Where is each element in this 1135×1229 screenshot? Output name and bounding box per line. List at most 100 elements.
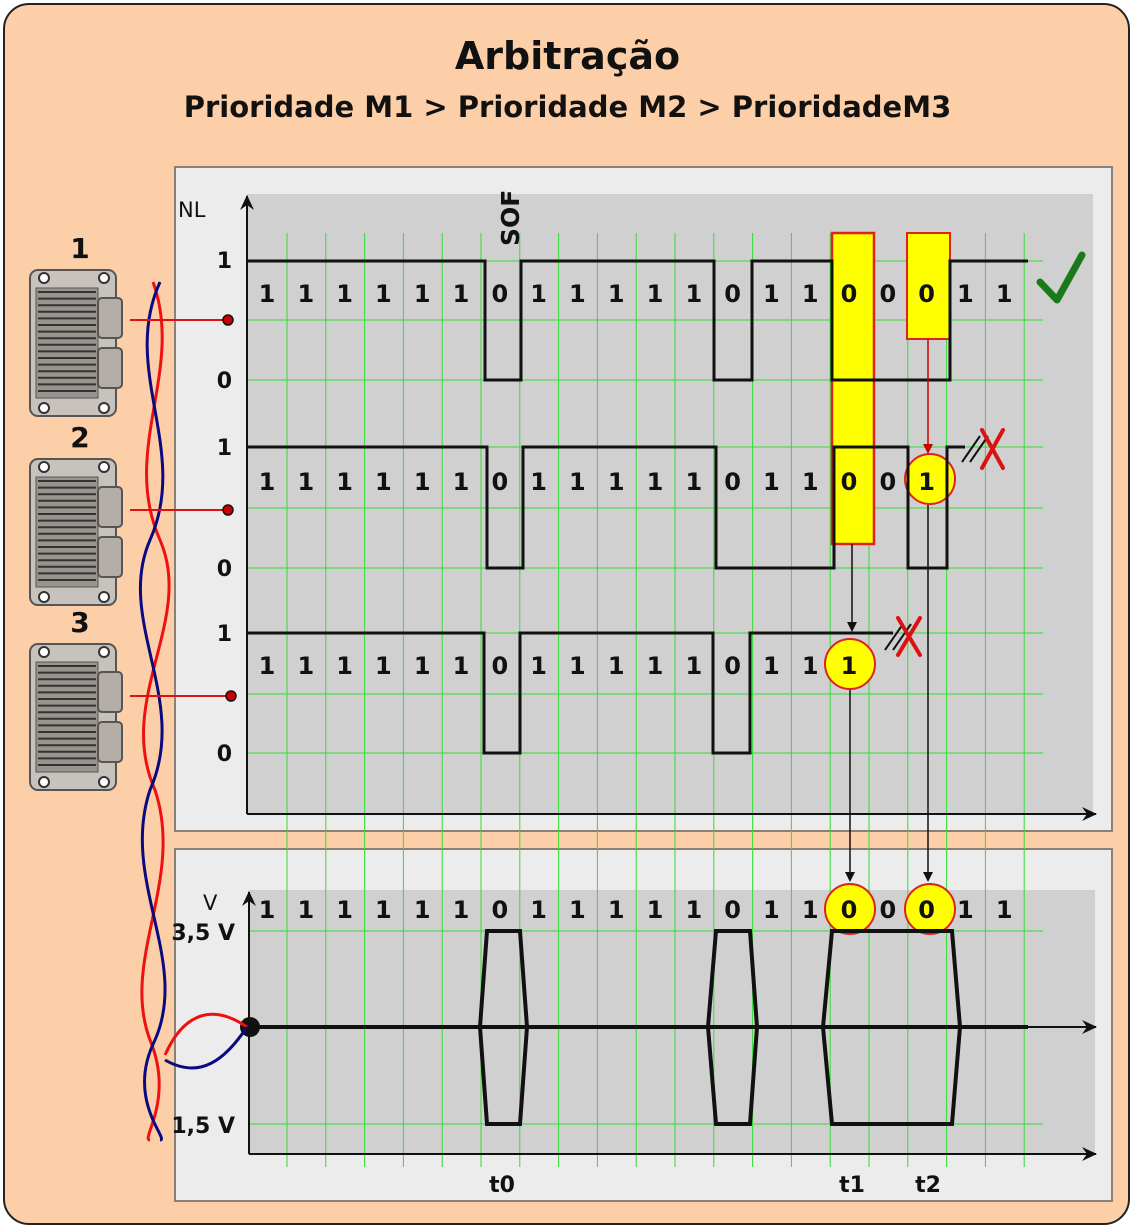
ecu-node-2: 2 (29, 421, 123, 606)
m3-bit: 1 (685, 652, 702, 680)
m2-bit: 1 (530, 468, 547, 496)
m3-low-label: 0 (217, 742, 232, 767)
m2-bit: 1 (608, 468, 625, 496)
m3-recessive-circle (824, 638, 876, 690)
time-labels: t0 t1 t2 (489, 1173, 941, 1198)
m1-bit: 1 (569, 280, 586, 308)
m1-waveform (247, 259, 1028, 382)
diagram-subtitle: Prioridade M1 > Prioridade M2 > Priorida… (183, 90, 952, 124)
waveforms (247, 259, 1028, 1126)
m1-bit: 1 (375, 280, 392, 308)
m1-bit: 1 (685, 280, 702, 308)
diagram-title: Arbitração (454, 34, 681, 78)
m1-bit: 1 (336, 280, 353, 308)
m3-bit: 1 (841, 652, 858, 680)
ecu-nodes: 1 2 3 (29, 232, 123, 791)
bus-t2-circle (904, 883, 956, 935)
arbitration-arrows (845, 505, 933, 882)
m2-bit: 1 (375, 468, 392, 496)
bus-bit: 1 (763, 896, 780, 924)
m2-bit: 0 (841, 468, 858, 496)
m1-bit: 1 (530, 280, 547, 308)
m3-bit: 1 (336, 652, 353, 680)
m1-bit: 1 (297, 280, 314, 308)
m2-low-label: 0 (217, 557, 232, 582)
m3-bit: 1 (763, 652, 780, 680)
m3-bit: 1 (453, 652, 470, 680)
m1-bit: 0 (841, 280, 858, 308)
bus-bit: 1 (802, 896, 819, 924)
bus-bit: 1 (530, 896, 547, 924)
bus-bit: 0 (491, 896, 508, 924)
m1-bit: 0 (491, 280, 508, 308)
m2-bit: 1 (453, 468, 470, 496)
v-high-label: 3,5 V (171, 921, 235, 946)
check-icon (1036, 251, 1086, 304)
m2-bit: 1 (647, 468, 664, 496)
bus-bit: 1 (608, 896, 625, 924)
ecu-node-1: 1 (29, 232, 123, 417)
v-low-label: 1,5 V (171, 1114, 235, 1139)
m3-bit: 1 (530, 652, 547, 680)
m3-bit: 1 (802, 652, 819, 680)
bus-bit: 1 (453, 896, 470, 924)
bus-bit: 1 (375, 896, 392, 924)
bus-bit: 0 (879, 896, 896, 924)
m2-bit: 1 (685, 468, 702, 496)
m2-bit: 1 (918, 468, 935, 496)
bus-bit: 1 (569, 896, 586, 924)
bus-bit: 1 (297, 896, 314, 924)
node-label: 1 (70, 232, 89, 265)
m2-bit: 1 (414, 468, 431, 496)
m3-high-label: 1 (217, 622, 232, 647)
grid-vertical (286, 233, 1025, 1167)
m1-bit: 0 (918, 280, 935, 308)
bus-bit: 1 (996, 896, 1013, 924)
m2-bit: 1 (297, 468, 314, 496)
m1-bit: 0 (879, 280, 896, 308)
level-labels: 1 0 1 0 1 0 (217, 249, 232, 767)
bus-bit: 1 (647, 896, 664, 924)
t0-label: t0 (489, 1173, 515, 1198)
m2-lost-mark (961, 428, 1005, 470)
ecu-node-3: 3 (29, 606, 123, 791)
m3-bit: 1 (375, 652, 392, 680)
m2-bit: 0 (491, 468, 508, 496)
m2-high-label: 1 (217, 436, 232, 461)
node-label: 2 (70, 421, 89, 454)
node-connections (130, 314, 237, 702)
m2-bit: 0 (724, 468, 741, 496)
m3-lost-mark (884, 616, 922, 657)
m2-bit: 1 (569, 468, 586, 496)
m2-bit: 1 (259, 468, 276, 496)
m1-m2-dominant-highlight (830, 231, 876, 546)
m3-waveform (247, 631, 893, 755)
bus-bit: 1 (414, 896, 431, 924)
m3-bit: 1 (608, 652, 625, 680)
m1-low-label: 0 (217, 369, 232, 394)
m1-bit: 1 (802, 280, 819, 308)
bus-plot-area (249, 890, 1095, 1154)
m1-bit: 1 (453, 280, 470, 308)
nl-axis-label: NL (178, 198, 206, 222)
m2-bit: 1 (336, 468, 353, 496)
m2-bit: 0 (879, 468, 896, 496)
m1-bit: 1 (259, 280, 276, 308)
m1-dominant-highlight (906, 232, 951, 340)
bus-low (478, 1026, 962, 1126)
m3-bit: 1 (259, 652, 276, 680)
bus-bit: 1 (336, 896, 353, 924)
node-label: 3 (70, 606, 89, 639)
m2-waveform (247, 445, 965, 570)
m1-bit: 0 (724, 280, 741, 308)
t1-label: t1 (839, 1173, 865, 1198)
m2-bit: 1 (763, 468, 780, 496)
m1-bit: 1 (996, 280, 1013, 308)
bus-t1-circle (824, 883, 876, 935)
m3-bit: 1 (647, 652, 664, 680)
m1-bit: 1 (608, 280, 625, 308)
m1-bit: 1 (414, 280, 431, 308)
m1-bit: 1 (763, 280, 780, 308)
m2-bit: 1 (802, 468, 819, 496)
